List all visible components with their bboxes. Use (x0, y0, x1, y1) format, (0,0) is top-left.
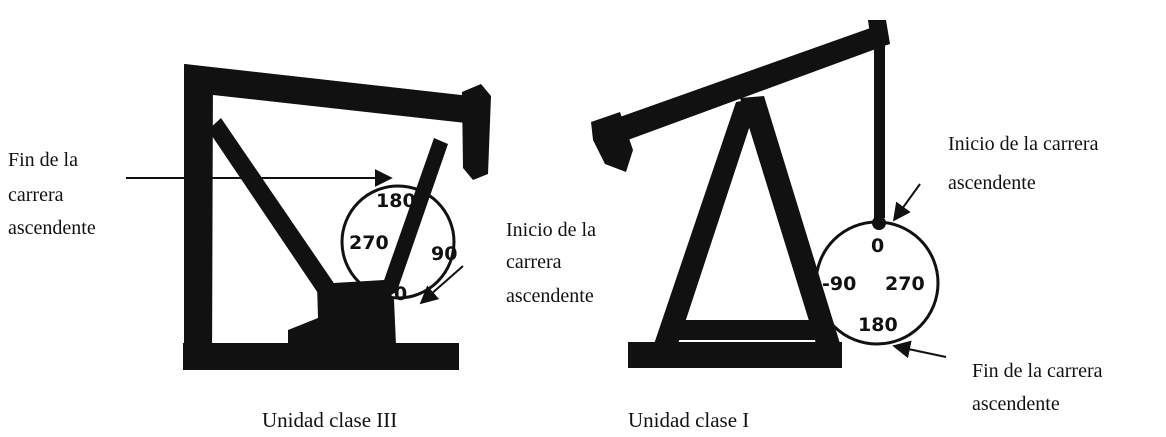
class-iii-start-label: Inicio de la carrera ascendente (506, 219, 601, 307)
class-i-end-arrow (892, 340, 947, 359)
class-i-horse-head (591, 112, 633, 172)
class-iii-dial-bottom: 0 (394, 283, 407, 305)
class-iii-dial-left: 270 (349, 232, 389, 254)
class-iii-start-arrow (419, 265, 464, 305)
class-iii-dial-top: 180 (376, 190, 416, 212)
class-i-dial-top: 0 (871, 235, 884, 257)
class-iii-pitman-arm (382, 138, 448, 294)
class-iii-post (184, 64, 213, 370)
class-i-start-label-line1: Inicio de la carrera (948, 133, 1099, 155)
class-iii-start-label-line2: carrera (506, 251, 562, 273)
class-iii-start-label-line1: Inicio de la (506, 219, 596, 241)
class-i-start-arrow (892, 183, 921, 222)
class-i-crank-pin (872, 216, 886, 230)
class-iii-base (183, 343, 459, 370)
class-i-start-label-line2: ascendente (948, 172, 1036, 194)
class-iii-walking-beam (185, 64, 470, 123)
class-i-pitman-arm (874, 40, 885, 218)
class-i-dial-left: -90 (822, 273, 856, 295)
class-iii-end-label-line2: carrera (8, 184, 64, 206)
class-iii-unit: 180 270 90 0 (183, 64, 491, 370)
class-i-right-leg (740, 96, 842, 350)
class-iii-gearbox (288, 280, 396, 345)
class-i-end-label-line1: Fin de la carrera (972, 360, 1103, 382)
class-i-dial-right: 270 (885, 273, 925, 295)
class-i-dial-bottom: 180 (858, 314, 898, 336)
class-iii-caption: Unidad clase III (262, 408, 397, 432)
class-i-end-label-line2: ascendente (972, 393, 1060, 415)
class-i-end-label: Fin de la carrera ascendente (972, 360, 1107, 415)
class-iii-end-label-line3: ascendente (8, 217, 96, 239)
class-iii-crank-circle (340, 184, 456, 300)
class-iii-crank-pin (381, 279, 397, 295)
class-i-left-leg (652, 98, 759, 350)
class-iii-end-label-line1: Fin de la (8, 149, 78, 171)
class-iii-horse-head (462, 84, 491, 180)
class-iii-start-label-line3: ascendente (506, 285, 594, 307)
class-iii-dial-right: 90 (431, 243, 457, 265)
class-iii-brace (208, 118, 342, 305)
class-i-unit: 0 -90 270 180 (591, 20, 940, 368)
class-iii-end-label: Fin de la carrera ascendente (8, 149, 96, 239)
class-i-walking-beam (600, 26, 884, 148)
class-i-start-label: Inicio de la carrera ascendente (948, 133, 1103, 194)
class-i-crossbar (668, 320, 828, 340)
class-i-caption: Unidad clase I (628, 408, 749, 432)
